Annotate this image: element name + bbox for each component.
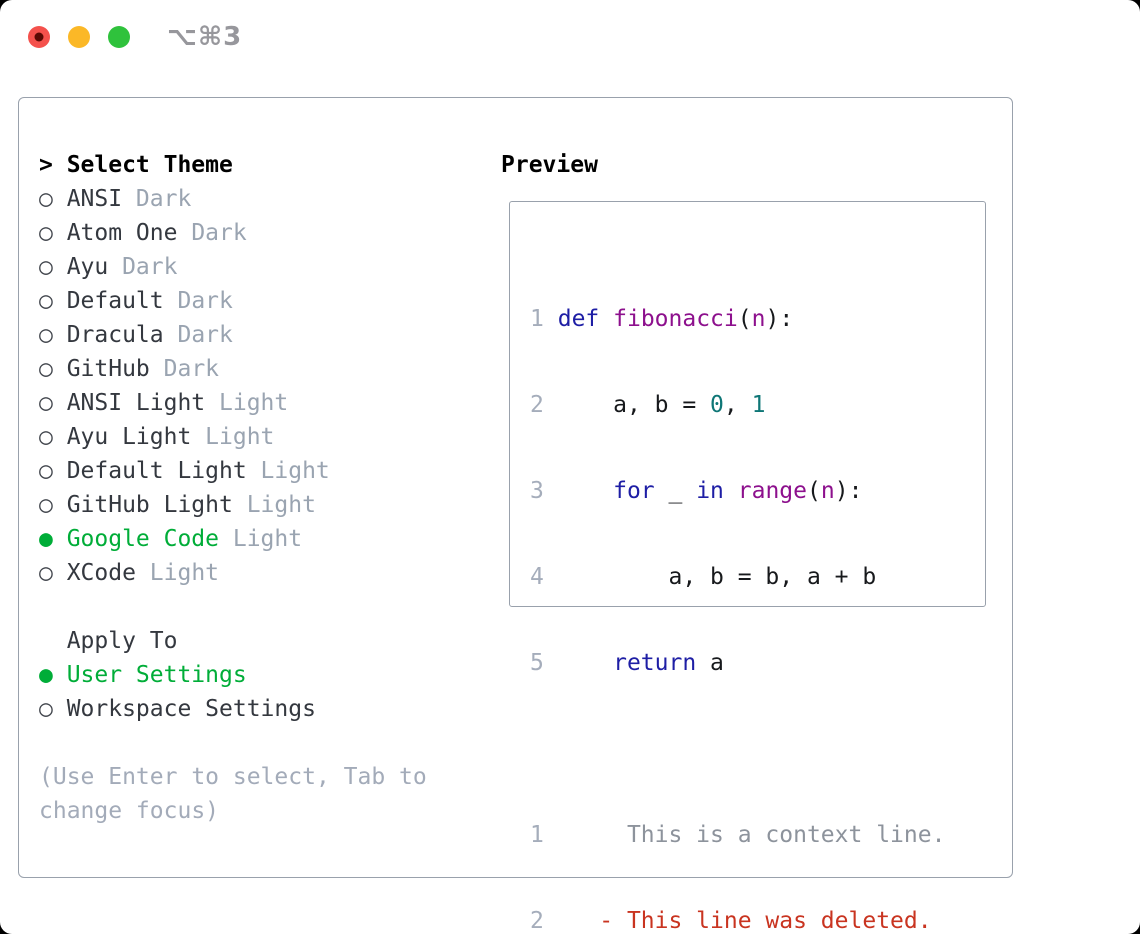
hint-text: (Use Enter to select, Tab to <box>39 764 427 790</box>
titlebar: ⌥⌘3 <box>0 0 1140 74</box>
apply-option-workspace-settings[interactable]: ○Workspace Settings <box>39 692 427 726</box>
code-line: 3 for _ in range(n): <box>530 478 863 504</box>
line-number: 2 <box>530 392 544 418</box>
radio-icon: ○ <box>39 458 53 484</box>
radio-icon: ○ <box>39 696 53 722</box>
radio-icon: ○ <box>39 424 53 450</box>
radio-icon: ○ <box>39 254 53 280</box>
diff-deleted-line: 2 - This line was deleted. <box>530 908 932 934</box>
code-line: 5 return a <box>530 650 724 676</box>
line-number: 1 <box>530 306 544 332</box>
select-theme-label: Select Theme <box>66 152 233 178</box>
preview-title: Preview <box>501 152 598 178</box>
apply-to-header: Apply To <box>66 628 178 654</box>
select-theme-header: > Select Theme <box>39 148 427 182</box>
line-number: 5 <box>530 650 544 676</box>
selected-radio-icon: ● <box>39 662 53 688</box>
zoom-button[interactable] <box>108 26 130 48</box>
code-line: 4 a, b = b, a + b <box>530 564 877 590</box>
cursor-marker-icon: > <box>39 152 53 178</box>
line-number: 1 <box>530 822 544 848</box>
code-line: 1 def fibonacci(n): <box>530 306 794 332</box>
minimize-button[interactable] <box>68 26 90 48</box>
radio-icon: ○ <box>39 186 53 212</box>
window-title: ⌥⌘3 <box>167 22 243 52</box>
radio-icon: ○ <box>39 390 53 416</box>
hint-text: change focus) <box>39 798 220 824</box>
radio-icon: ○ <box>39 288 53 314</box>
close-button[interactable] <box>28 26 50 48</box>
code-preview: 1 def fibonacci(n): 2 a, b = 0, 1 3 for … <box>530 250 945 934</box>
line-number: 3 <box>530 478 544 504</box>
radio-icon: ○ <box>39 220 53 246</box>
traffic-lights <box>28 26 130 48</box>
unsaved-indicator-icon <box>34 32 44 42</box>
radio-icon: ○ <box>39 322 53 348</box>
radio-icon: ○ <box>39 356 53 382</box>
divider <box>39 726 427 760</box>
line-number: 2 <box>530 908 544 934</box>
radio-icon: ○ <box>39 560 53 586</box>
selected-radio-icon: ● <box>39 526 53 552</box>
divider <box>39 590 427 624</box>
blank-line <box>530 732 945 766</box>
diff-context-line: 1 This is a context line. <box>530 822 946 848</box>
radio-icon: ○ <box>39 492 53 518</box>
preview-box: 1 def fibonacci(n): 2 a, b = 0, 1 3 for … <box>509 201 986 934</box>
apply-option-user-settings[interactable]: ●User Settings <box>39 658 427 692</box>
line-number: 4 <box>530 564 544 590</box>
code-line: 2 a, b = 0, 1 <box>530 392 766 418</box>
